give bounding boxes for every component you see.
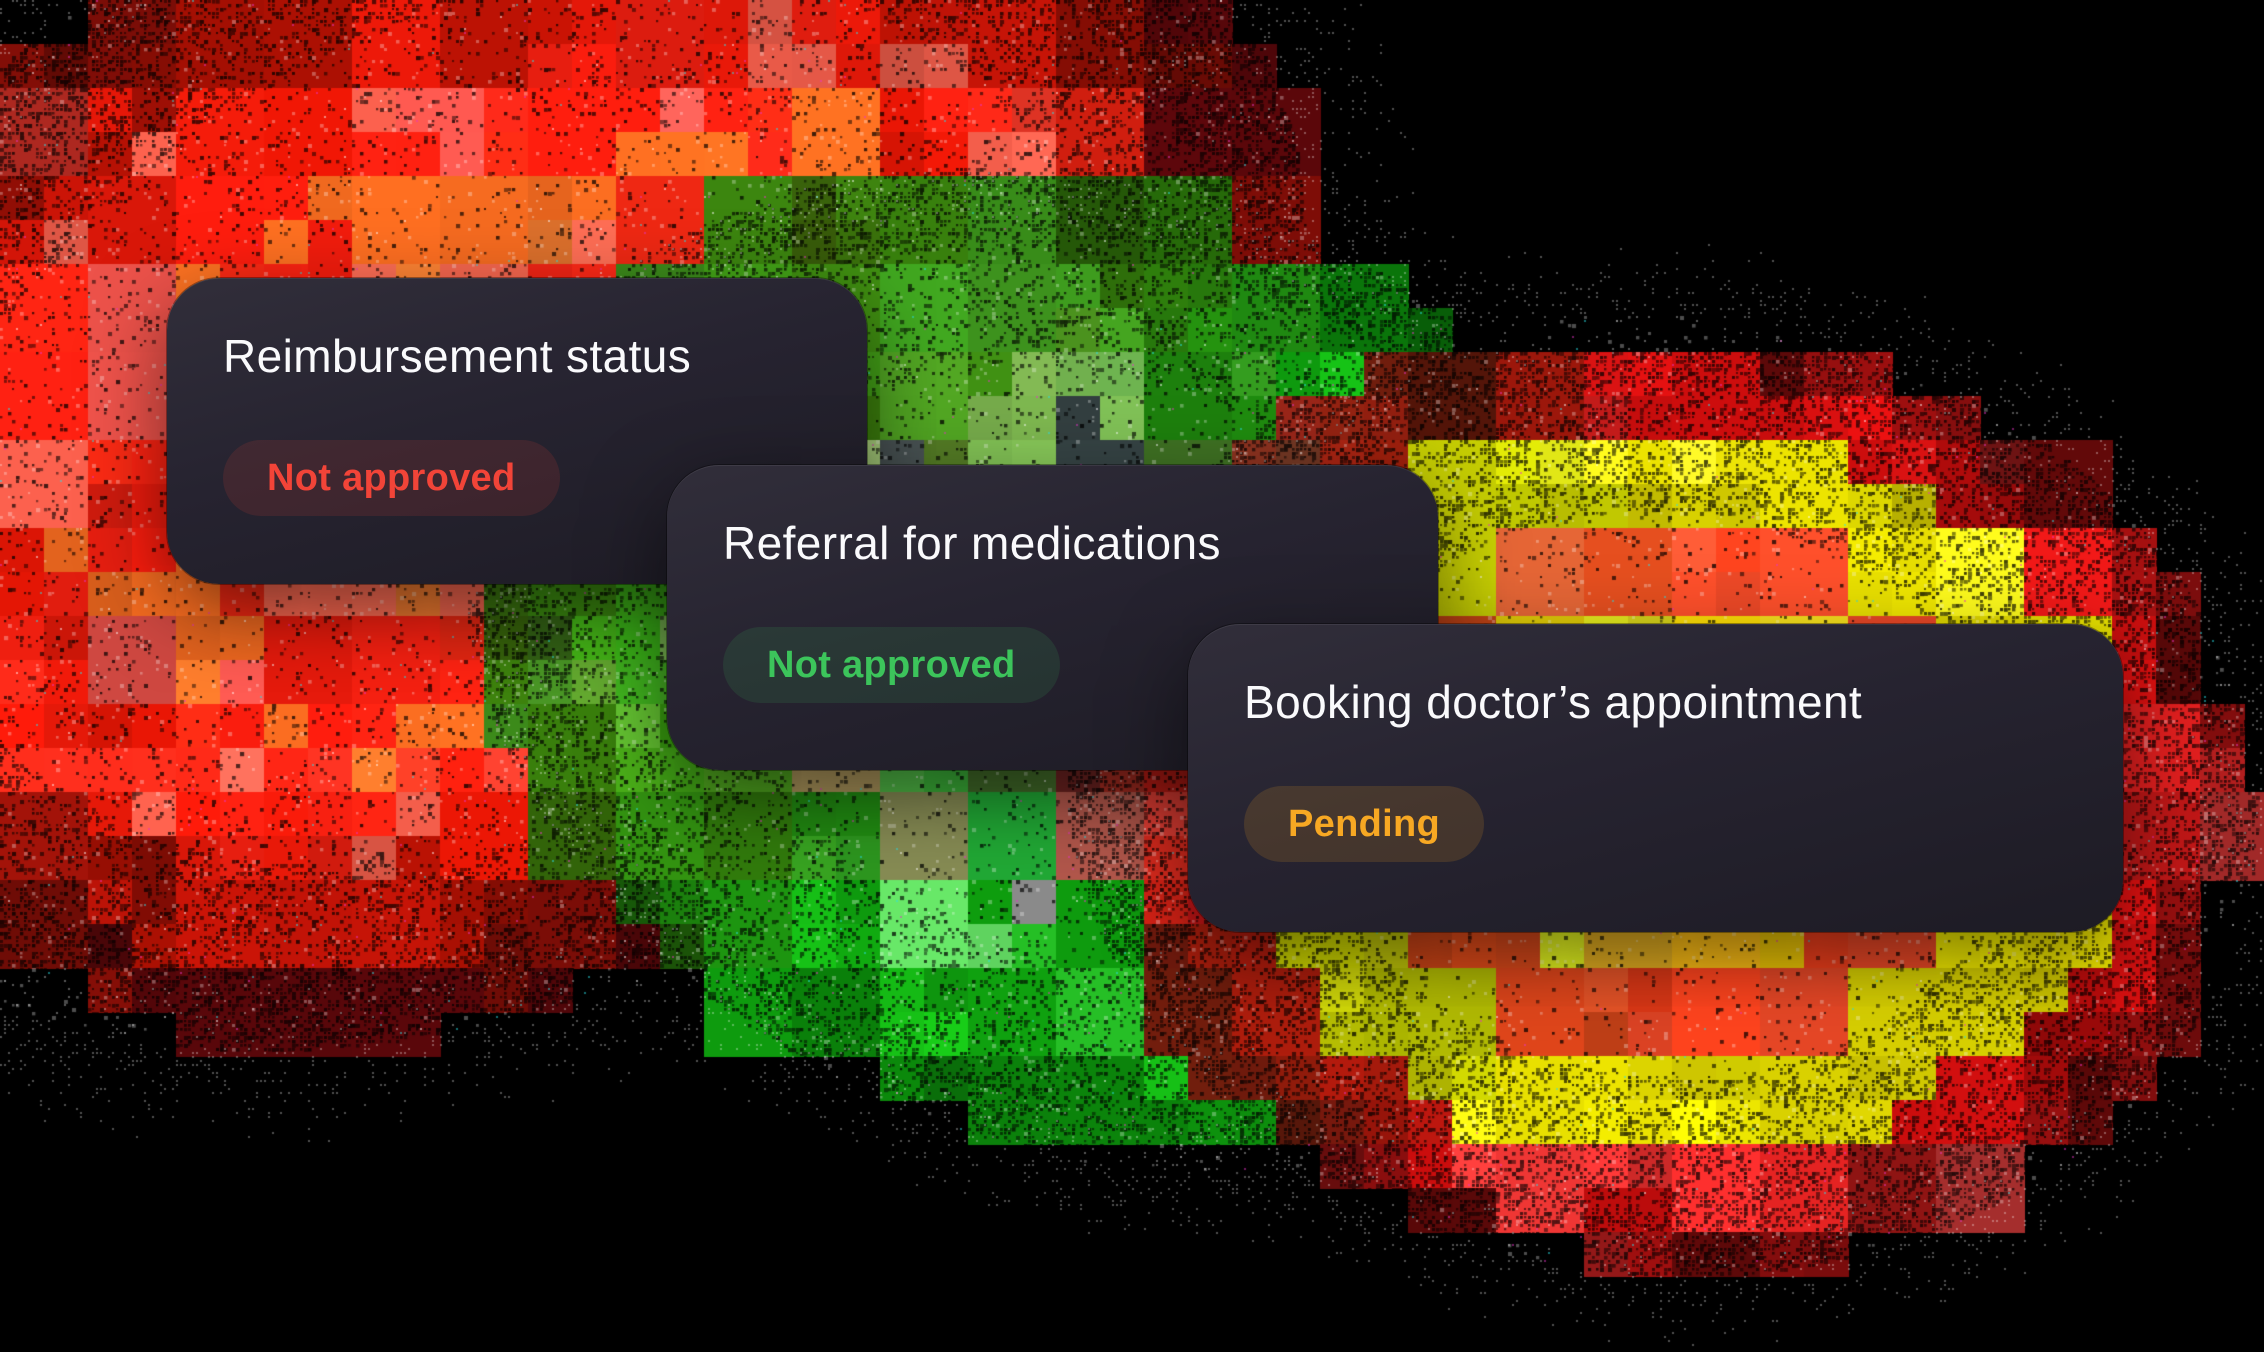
status-badge-not-approved-green: Not approved bbox=[723, 627, 1060, 703]
status-badge-not-approved-red: Not approved bbox=[223, 440, 560, 516]
card-title: Booking doctor’s appointment bbox=[1244, 676, 1863, 728]
status-badge-pending: Pending bbox=[1244, 786, 1484, 862]
status-card-booking: Booking doctor’s appointment Pending bbox=[1188, 624, 2123, 932]
status-card-reimbursement: Reimbursement status Not approved bbox=[167, 278, 867, 584]
card-title: Reimbursement status bbox=[223, 330, 692, 382]
card-title: Referral for medications bbox=[723, 517, 1221, 569]
